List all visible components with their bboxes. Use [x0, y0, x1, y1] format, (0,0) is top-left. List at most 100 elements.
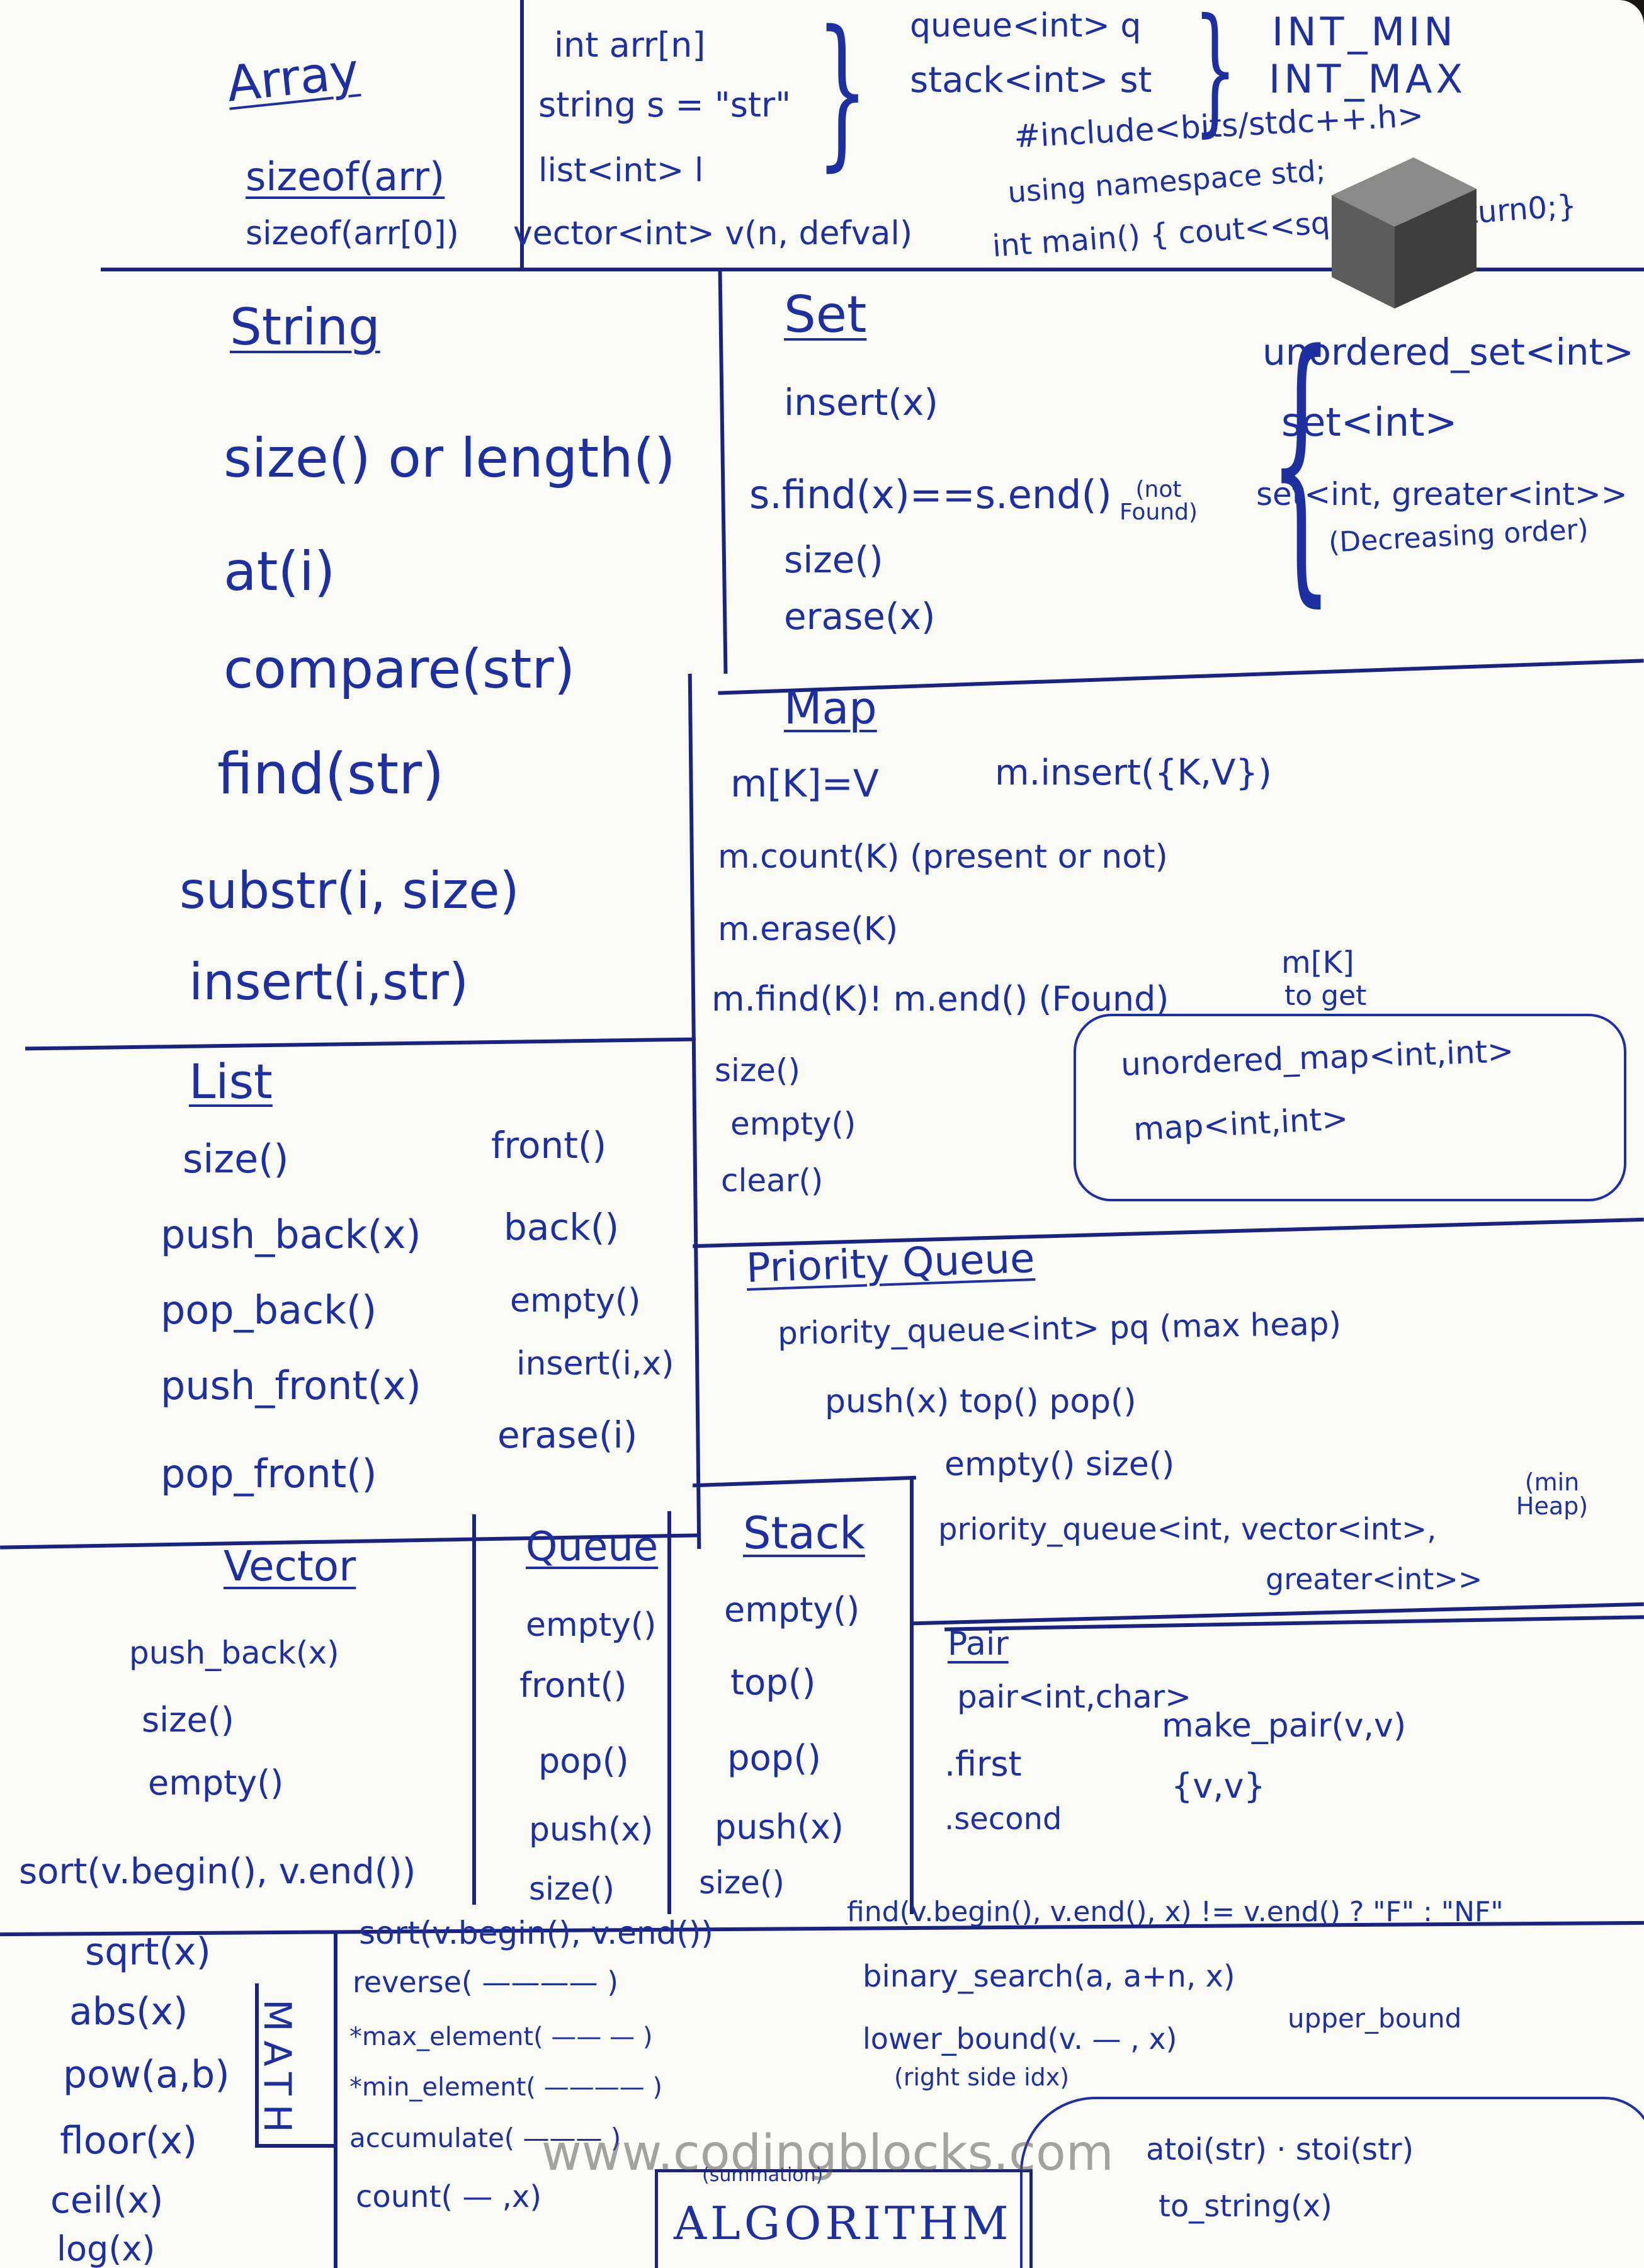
- pair-first: .first: [944, 1744, 1022, 1784]
- stack-size: size(): [699, 1864, 785, 1901]
- map-erase: m.erase(K): [718, 910, 899, 948]
- pair-title: Pair: [948, 1625, 1009, 1663]
- list-title: List: [189, 1053, 273, 1109]
- set-item-erase: erase(x): [784, 595, 936, 638]
- math-abs: abs(x): [69, 1990, 188, 2034]
- map-title: Map: [784, 683, 877, 734]
- algo-atoi-stoi: atoi(str) · stoi(str): [1146, 2132, 1414, 2167]
- list-right-front: front(): [491, 1124, 607, 1167]
- algo-count: count( — ,x): [356, 2179, 542, 2214]
- string-title: String: [230, 298, 380, 356]
- stack-push: push(x): [715, 1807, 844, 1847]
- set-type-unordered: unordered_set<int>: [1262, 331, 1634, 373]
- algo-sort: sort(v.begin(), v.end()): [359, 1915, 713, 1951]
- rule-queue-right: [667, 1511, 671, 1914]
- algo-find: find(v.begin(), v.end(), x) != v.end() ?…: [847, 1896, 1504, 1928]
- map-count: m.count(K) (present or not): [718, 838, 1168, 876]
- list-left-push-back: push_back(x): [161, 1211, 421, 1257]
- vector-empty: empty(): [148, 1763, 284, 1803]
- list-right-insert: insert(i,x): [516, 1345, 674, 1383]
- queue-decl: queue<int> q: [910, 7, 1142, 45]
- rule-middle-upper: [718, 270, 728, 674]
- stack-top: top(): [730, 1662, 816, 1703]
- pair-make: make_pair(v,v): [1162, 1707, 1407, 1745]
- algo-upper-bound: upper_bound: [1288, 2003, 1462, 2034]
- pq-min-heap: (min Heap): [1516, 1468, 1589, 1520]
- algo-binary-search: binary_search(a, a+n, x): [863, 1959, 1235, 1994]
- queue-size: size(): [529, 1871, 615, 1907]
- set-title: Set: [784, 285, 867, 344]
- math-pow: pow(a,b): [63, 2053, 230, 2097]
- rule-math-left: [255, 1983, 259, 2147]
- rule-stack-right: [910, 1480, 914, 1914]
- string-item-at: at(i): [224, 540, 336, 603]
- algo-max-element: *max_element( —— — ): [349, 2022, 653, 2051]
- queue-push: push(x): [529, 1811, 654, 1849]
- rule-top-row: [101, 268, 1644, 271]
- stack-decl: stack<int> st: [910, 60, 1152, 101]
- map-find: m.find(K)! m.end() (Found): [711, 979, 1169, 1019]
- queue-front: front(): [519, 1665, 627, 1705]
- stack-title: Stack: [743, 1507, 865, 1559]
- decl-list: list<int> l: [538, 152, 704, 190]
- algorithm-label-box: ALGORITHM: [655, 2169, 1033, 2268]
- algo-reverse: reverse( ———— ): [353, 1965, 619, 1999]
- list-right-back: back(): [504, 1206, 620, 1249]
- set-types-brace: {: [1269, 294, 1334, 631]
- decl-string: string s = "str": [538, 85, 791, 125]
- decl-brace: }: [816, 0, 869, 186]
- math-sqrt: sqrt(x): [85, 1930, 211, 1974]
- map-types-cloud: [1074, 1014, 1626, 1201]
- set-item-insert: insert(x): [784, 381, 938, 424]
- decl-vector: vector<int> v(n, defval): [513, 215, 913, 252]
- top-brace: }: [1193, 0, 1237, 150]
- pq-ops: push(x) top() pop(): [825, 1383, 1137, 1420]
- array-sizeof-elem: sizeof(arr[0]): [246, 215, 459, 252]
- set-type-greater: set<int, greater<int>>: [1256, 476, 1628, 513]
- set-item-size: size(): [784, 538, 883, 581]
- list-right-erase: erase(i): [497, 1414, 638, 1456]
- cube-icon: [1332, 157, 1477, 309]
- set-not-found: (not Found): [1120, 477, 1198, 525]
- rule-math-right: [334, 1933, 337, 2268]
- list-right-empty: empty(): [510, 1282, 641, 1320]
- list-left-pop-front: pop_front(): [161, 1451, 377, 1497]
- array-title: Array: [224, 43, 362, 113]
- algo-accumulate: accumulate( ——— ): [349, 2123, 621, 2153]
- algo-summation-note: (summation): [702, 2164, 824, 2186]
- map-item-clear: clear(): [721, 1162, 824, 1199]
- list-left-pop-back: pop_back(): [161, 1287, 377, 1333]
- algo-right-side: (right side idx): [894, 2063, 1070, 2091]
- vector-sort: sort(v.begin(), v.end()): [19, 1851, 416, 1892]
- using-line: using namespace std;: [1006, 153, 1327, 210]
- vector-size: size(): [142, 1700, 234, 1740]
- algo-string-cloud: [1020, 2097, 1644, 2268]
- stack-pop: pop(): [727, 1738, 822, 1779]
- array-sizeof-arr: sizeof(arr): [246, 154, 445, 200]
- algo-min-element: *min_element( ———— ): [349, 2073, 663, 2102]
- math-floor: floor(x): [60, 2119, 198, 2163]
- math-log: log(x): [57, 2229, 156, 2268]
- algo-to-string: to_string(x): [1159, 2189, 1332, 2224]
- pair-decl: pair<int,char>: [957, 1679, 1192, 1715]
- set-decreasing: (Decreasing order): [1327, 513, 1589, 559]
- map-item-size: size(): [715, 1052, 800, 1089]
- vector-push-back: push_back(x): [129, 1635, 339, 1671]
- list-left-size: size(): [183, 1136, 289, 1182]
- pq-min-decl: priority_queue<int, vector<int>,: [938, 1512, 1437, 1547]
- algorithm-label: ALGORITHM: [674, 2197, 1012, 2250]
- set-item-find: s.find(x)==s.end(): [749, 472, 1112, 518]
- map-to-get-key: m[K]: [1281, 945, 1354, 980]
- pq-title: Priority Queue: [745, 1235, 1036, 1292]
- set-type-set: set<int>: [1281, 399, 1458, 445]
- list-left-push-front: push_front(x): [161, 1363, 421, 1409]
- rule-array-divider: [520, 0, 524, 271]
- rule-stack-top: [693, 1475, 916, 1488]
- string-item-compare: compare(str): [224, 638, 575, 701]
- rule-middle-lower: [688, 674, 701, 1549]
- pair-second: .second: [944, 1801, 1062, 1837]
- vector-title: Vector: [224, 1542, 356, 1590]
- string-item-find: find(str): [217, 741, 445, 807]
- rule-string-bottom: [25, 1037, 696, 1051]
